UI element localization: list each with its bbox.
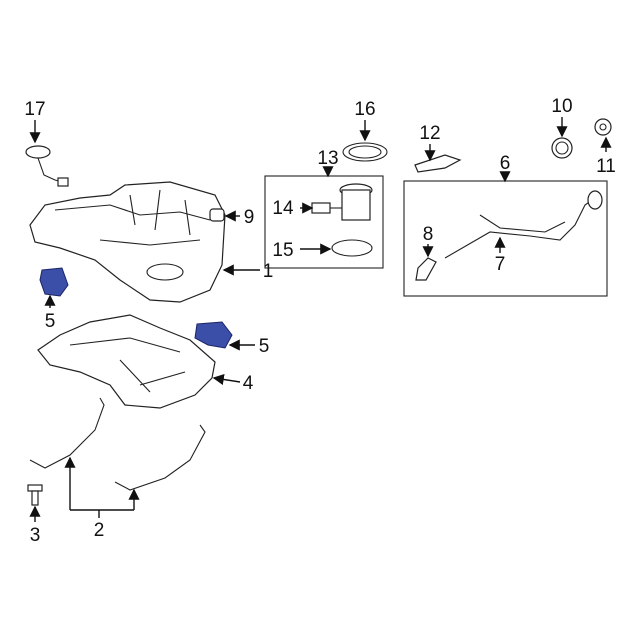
- callout-arrows: [29, 117, 612, 522]
- callout-7: 7: [495, 254, 506, 275]
- callout-5-right: 5: [259, 336, 270, 357]
- part-8-hose[interactable]: [415, 257, 437, 281]
- part-2-tank-straps[interactable]: [29, 397, 206, 491]
- part-5-insulator-left[interactable]: [39, 267, 69, 297]
- callout-4: 4: [243, 373, 254, 394]
- part-16-lock-ring[interactable]: [342, 142, 388, 162]
- part-3-bolt[interactable]: [27, 484, 43, 506]
- callout-1: 1: [263, 261, 274, 282]
- callout-16: 16: [354, 99, 375, 120]
- callout-17: 17: [24, 99, 45, 120]
- callout-6: 6: [500, 153, 511, 174]
- callout-5-left: 5: [45, 311, 56, 332]
- part-4-heat-shield[interactable]: [37, 314, 216, 409]
- callout-14: 14: [272, 198, 294, 219]
- part-17-fuel-level-sender[interactable]: [25, 145, 69, 187]
- part-14-fuel-pump[interactable]: [311, 183, 373, 221]
- part-11-cap[interactable]: [594, 118, 612, 136]
- callout-12: 12: [419, 123, 440, 144]
- part-7-filler-pipe[interactable]: [444, 190, 603, 259]
- callout-8: 8: [423, 224, 434, 245]
- callout-10: 10: [551, 96, 572, 117]
- part-5-insulator-right[interactable]: [194, 321, 233, 349]
- part-9-grommet[interactable]: [209, 208, 225, 222]
- callout-11: 11: [596, 156, 616, 177]
- callout-15: 15: [272, 240, 293, 261]
- part-15-seal[interactable]: [331, 239, 373, 257]
- callout-3: 3: [30, 525, 41, 546]
- callout-2: 2: [94, 520, 105, 541]
- group-box-6: [403, 180, 608, 297]
- callout-13: 13: [317, 148, 338, 169]
- part-1-fuel-tank[interactable]: [29, 181, 226, 303]
- part-12-filler-neck-part[interactable]: [414, 154, 462, 173]
- part-10-seal[interactable]: [551, 137, 573, 159]
- callout-9: 9: [244, 207, 255, 228]
